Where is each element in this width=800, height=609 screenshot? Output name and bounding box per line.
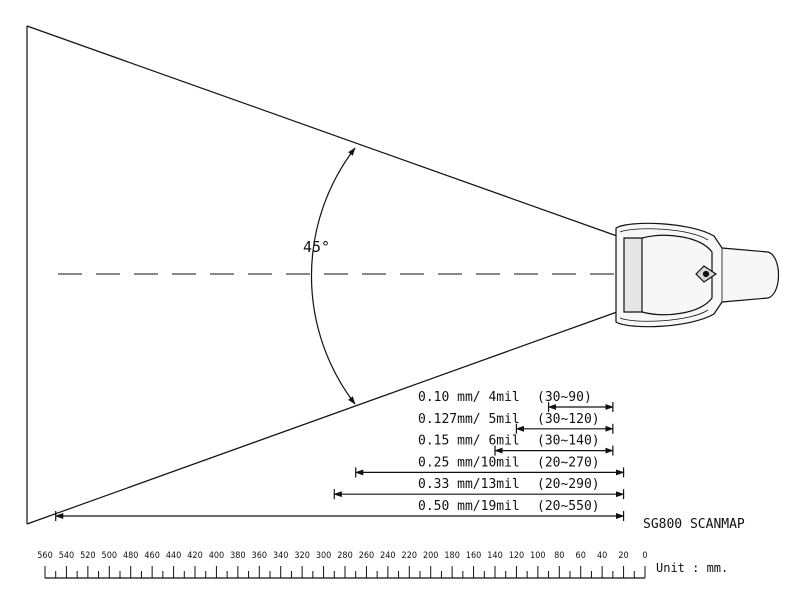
ruler-tick-label: 540 bbox=[59, 551, 74, 561]
ruler-tick-label: 340 bbox=[273, 551, 288, 561]
ruler-tick-label: 260 bbox=[359, 551, 374, 561]
ruler-tick-label: 180 bbox=[444, 551, 459, 561]
range-text: (30~140) bbox=[537, 434, 600, 449]
ruler-tick-label: 560 bbox=[37, 551, 52, 561]
range-text: (30~90) bbox=[537, 390, 592, 405]
ruler-tick-label: 500 bbox=[102, 551, 117, 561]
range-text: (20~290) bbox=[537, 477, 600, 492]
diagram-title: SG800 SCANMAP bbox=[643, 517, 745, 532]
fov-lower-edge bbox=[26, 311, 618, 525]
ruler-tick-label: 480 bbox=[123, 551, 138, 561]
ruler-tick-label: 20 bbox=[618, 551, 628, 561]
range-row: 0.50 mm/19mil (20~550) bbox=[54, 499, 625, 521]
range-label: 0.50 mm/19mil bbox=[418, 499, 520, 514]
range-label: 0.127mm/ 5mil bbox=[418, 412, 520, 427]
range-text: (20~550) bbox=[537, 499, 600, 514]
range-row: 0.25 mm/10mil (20~270) bbox=[354, 455, 625, 478]
ruler-tick-label: 460 bbox=[144, 551, 159, 561]
ruler-tick-label: 300 bbox=[316, 551, 331, 561]
angle-arc bbox=[310, 147, 356, 405]
ruler-tick-label: 420 bbox=[187, 551, 202, 561]
fov-upper-edge bbox=[26, 25, 618, 237]
ruler-tick-label: 160 bbox=[466, 551, 481, 561]
ruler-tick-label: 380 bbox=[230, 551, 245, 561]
ruler-tick-label: 240 bbox=[380, 551, 395, 561]
ruler-tick-label: 140 bbox=[487, 551, 502, 561]
range-text: (30~120) bbox=[537, 412, 600, 427]
ruler-tick-label: 220 bbox=[402, 551, 417, 561]
ruler-tick-label: 400 bbox=[209, 551, 224, 561]
range-row: 0.33 mm/13mil (20~290) bbox=[333, 477, 625, 500]
ruler-tick-label: 200 bbox=[423, 551, 438, 561]
range-label: 0.15 mm/ 6mil bbox=[418, 434, 520, 449]
ruler-tick-label: 0 bbox=[642, 551, 647, 561]
ruler-tick-label: 320 bbox=[294, 551, 309, 561]
scanner-icon bbox=[615, 222, 779, 328]
ruler-tick-label: 360 bbox=[252, 551, 267, 561]
field-of-view bbox=[26, 25, 618, 525]
ruler-tick-label: 120 bbox=[509, 551, 524, 561]
ruler-tick-label: 100 bbox=[530, 551, 545, 561]
ruler-tick-label: 80 bbox=[554, 551, 564, 561]
range-label: 0.33 mm/13mil bbox=[418, 477, 520, 492]
ruler-tick-label: 40 bbox=[597, 551, 607, 561]
range-label: 0.10 mm/ 4mil bbox=[418, 390, 520, 405]
ruler-tick-label: 280 bbox=[337, 551, 352, 561]
range-text: (20~270) bbox=[537, 455, 600, 470]
ruler-tick-label: 60 bbox=[576, 551, 586, 561]
range-row: 0.15 mm/ 6mil (30~140) bbox=[418, 434, 614, 456]
unit-label: Unit : mm. bbox=[656, 561, 728, 575]
range-list: 0.10 mm/ 4mil (30~90) 0.127mm/ 5mil (30~120… bbox=[54, 390, 625, 521]
range-label: 0.25 mm/10mil bbox=[418, 455, 520, 470]
angle-label: 45° bbox=[303, 238, 330, 256]
ruler-tick-label: 520 bbox=[80, 551, 95, 561]
ruler-tick-label: 440 bbox=[166, 551, 181, 561]
range-row: 0.127mm/ 5mil (30~120) bbox=[418, 412, 614, 434]
range-row: 0.10 mm/ 4mil (30~90) bbox=[418, 390, 614, 412]
